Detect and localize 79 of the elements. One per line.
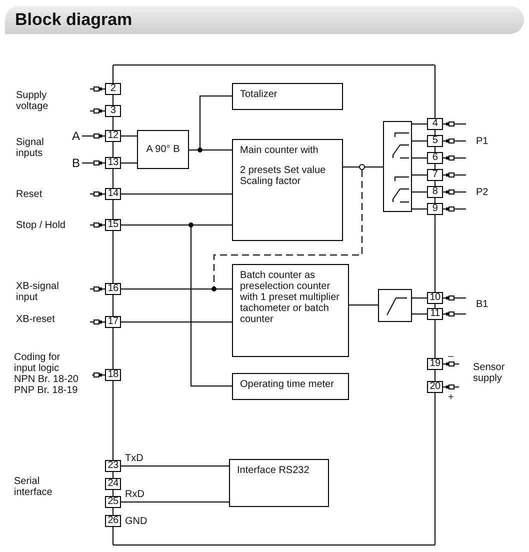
text-label: – [448,351,455,362]
text-label: Supply voltage [16,90,50,112]
terminal: 25 [105,496,121,508]
wire [348,304,378,306]
terminal: 16 [105,283,121,295]
signal-name: GND [125,516,148,527]
text-label: Reset [16,189,44,200]
terminal: 3 [105,105,121,117]
text-label: Coding for input logic NPN Br. 18-20 PNP Br. 18-19 [14,352,80,396]
terminal: 17 [105,316,121,328]
terminal: 23 [105,460,121,472]
wire [412,208,428,210]
block: Batch counter as preselection counter with 1 preset multiplier tachometer or batch counter [232,264,349,357]
connector-wire [90,320,106,324]
relay-box [383,121,412,212]
wire [120,162,138,164]
wire [412,174,428,176]
connector-wire [442,384,460,390]
block: A 90° B [137,130,189,169]
edge-label: TxD [125,453,144,464]
terminal: 10 [427,292,443,304]
text-label: Serial interface [14,476,54,498]
connector-wire [442,156,466,160]
connector-wire [442,296,466,300]
connector-wire [442,312,466,316]
terminal: 2 [105,83,121,95]
connector-wire [442,362,460,366]
text-label: Stop / Hold [16,220,66,231]
signal-name: B [72,156,82,170]
terminal: 14 [105,188,121,200]
connector-wire [90,86,106,92]
terminal: 11 [427,308,443,320]
terminal: 5 [427,135,443,147]
connector-wire [90,286,106,292]
terminal: 19 [427,358,443,370]
signal-name: A [72,129,82,143]
terminal: 6 [427,152,443,164]
terminal: 8 [427,186,443,198]
terminal: 20 [427,381,443,393]
block [232,139,343,241]
terminal: 15 [105,219,121,231]
text-label: Sensor supply [473,362,506,384]
connector-wire [90,108,106,114]
text-label: P1 [476,136,490,147]
text-label: XB-signal input [16,281,60,303]
wire [120,288,232,290]
connector-wire [90,192,106,196]
text-label: Signal inputs [16,137,45,159]
connector-wire [92,372,106,378]
terminal: 9 [427,203,443,215]
wire [412,140,428,142]
terminal: 4 [427,118,443,130]
connector-wire [442,172,466,178]
connector-wire [442,122,466,126]
block: Operating time meter [232,373,349,400]
text-label: + [448,392,455,403]
block-text: 2 presets Set value Scaling factor [240,165,327,187]
wire [214,166,362,290]
terminal: 7 [427,169,443,181]
text-label: XB-reset [16,314,56,325]
connector-wire [82,160,106,166]
terminal: 18 [105,369,121,381]
terminal: 13 [105,157,121,169]
relay-box [378,289,412,322]
block: Totalizer [232,83,343,110]
connector-wire [90,222,106,228]
edge-label: RxD [125,489,144,500]
title-banner: Block diagram [5,6,524,34]
connector-wire [442,206,466,212]
block: Interface RS232 [229,459,329,507]
connector-wire [442,190,466,194]
connector-wire [82,134,106,138]
connector-wire [442,138,466,144]
terminal: 26 [105,515,121,527]
text-label: P2 [476,187,490,198]
text-label: B1 [476,299,490,310]
terminal: 12 [105,130,121,142]
block-heading: Main counter with [240,145,320,156]
terminal: 24 [105,478,121,490]
